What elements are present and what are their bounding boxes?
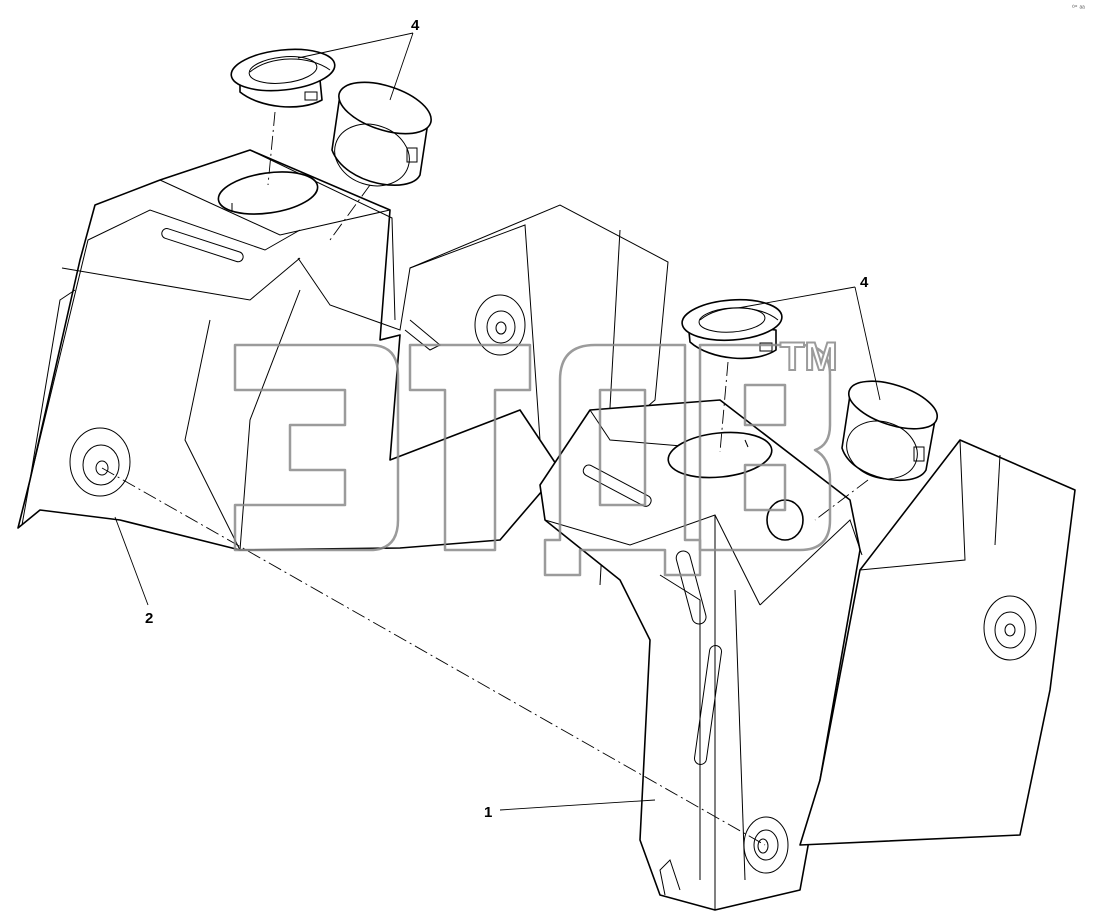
right-bracket [539, 399, 1076, 911]
callout-4-upper: 4 [411, 17, 420, 34]
leader-4-upper [297, 32, 414, 101]
grommet-upper-left [230, 48, 336, 108]
left-bracket-top-hole [217, 171, 319, 215]
leader-1 [499, 799, 656, 811]
left-mount-hole [69, 427, 131, 497]
center-mount-hole [474, 294, 526, 356]
lower-mount-hole [743, 816, 789, 874]
callout-2: 2 [145, 610, 153, 627]
assembly-axis-4 [814, 479, 869, 521]
right-mount-hole [983, 595, 1037, 661]
assembly-axis-2 [329, 184, 371, 241]
callout-1: 1 [484, 804, 492, 821]
callout-4-lower: 4 [860, 274, 869, 291]
brand-watermark: TM [233, 334, 839, 577]
grommet-lower-left [681, 298, 783, 360]
svg-text:TM: TM [780, 335, 838, 379]
assembly-axis-3 [719, 361, 729, 453]
grommet-upper-right [331, 81, 432, 187]
grommet-lower-right [841, 380, 938, 482]
leader-2 [114, 516, 149, 606]
left-bracket [17, 149, 669, 586]
assembly-axis-1 [267, 111, 276, 186]
assembly-axis-diagonal [101, 467, 766, 846]
leader-4-lower [737, 286, 881, 401]
corner-mark: ⁰° ᵃᵃ [1072, 4, 1085, 12]
